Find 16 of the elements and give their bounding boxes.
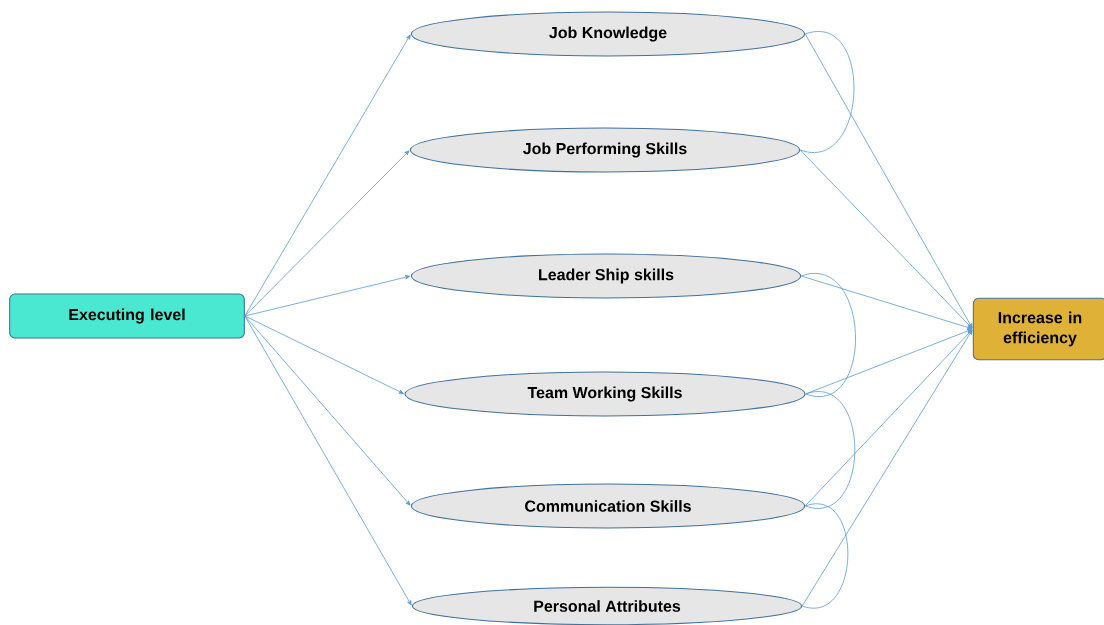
arrow [801,329,973,607]
curved-connector [804,391,856,509]
arrow [244,315,412,606]
result-box: Increase in efficiency [972,297,1104,361]
curved-connector [799,31,855,153]
arrow [244,315,411,506]
arrow [244,150,410,317]
arrow [800,275,973,330]
curved-connector [801,503,849,609]
process-box: Executing level [9,293,245,339]
curved-connector [800,273,856,397]
arrow [244,275,411,317]
arrow [804,33,973,329]
arrow [799,149,973,329]
arrow [244,315,404,394]
arrow [804,329,973,507]
